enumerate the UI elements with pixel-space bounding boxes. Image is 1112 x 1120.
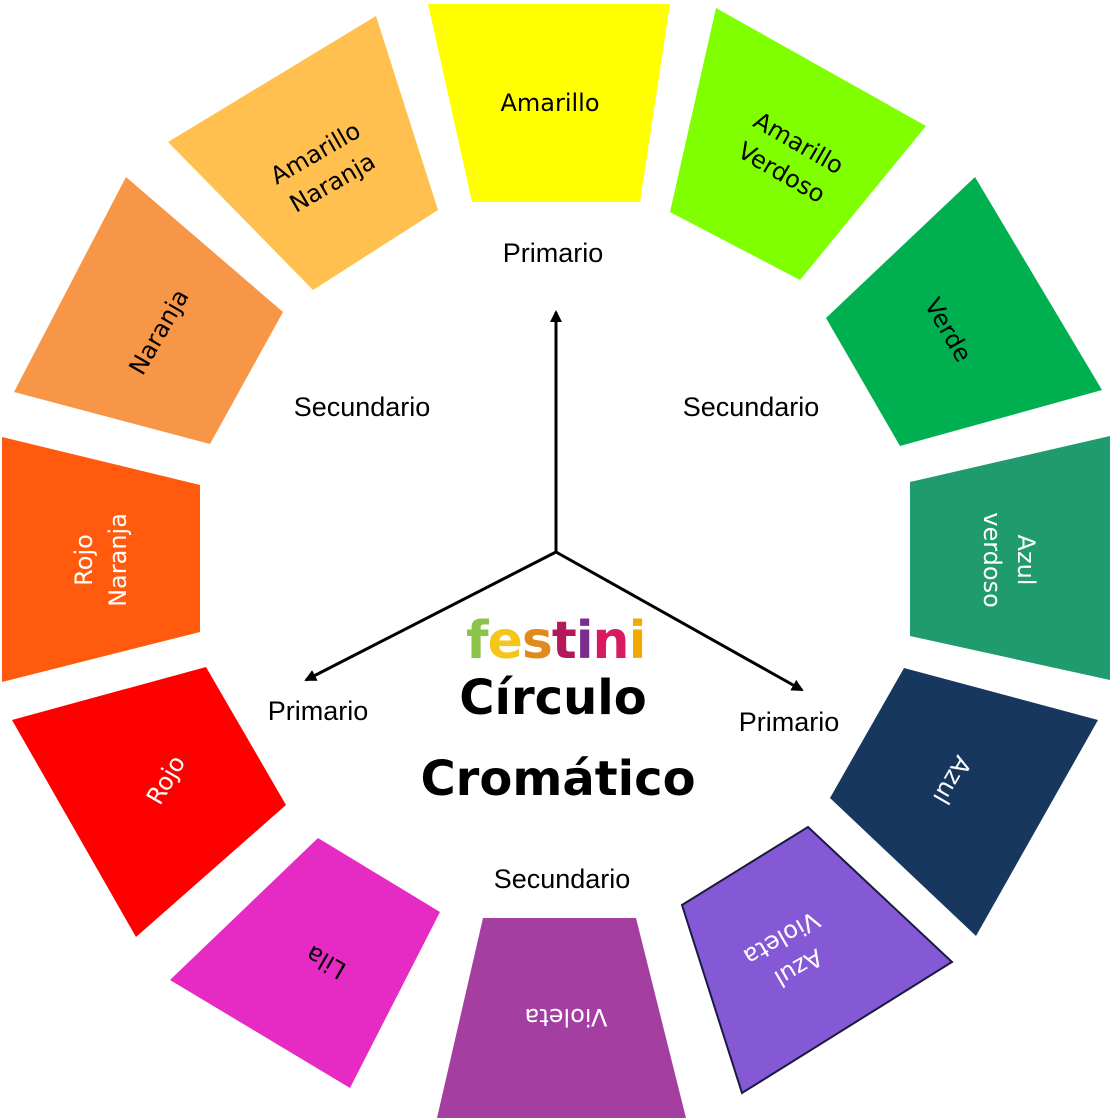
title-line-2: Cromático: [420, 751, 695, 807]
arrow-right: [555, 550, 804, 692]
logo-letter-6: n: [593, 611, 629, 671]
segment-shape-azul-violeta: [680, 825, 954, 1095]
segment-label-line: Amarillo: [500, 89, 599, 117]
segment-label-azul-verdoso: Azulverdoso: [978, 512, 1040, 608]
logo-letter-1: f: [466, 611, 490, 671]
category-labels: Primario Primario Primario Secundario Se…: [268, 238, 840, 894]
label-primario-top: Primario: [503, 238, 604, 268]
segment-label-line: Rojo: [70, 534, 98, 586]
segment-shape-naranja: [14, 177, 283, 444]
segments-layer: AmarilloAmarilloVerdosoVerdeAzulverdosoA…: [2, 4, 1110, 1118]
title-line-1: Círculo: [459, 670, 646, 726]
segment-violeta: Violeta: [437, 918, 686, 1118]
segment-label-line: Violeta: [525, 1003, 608, 1031]
logo-letter-5: i: [576, 611, 593, 671]
label-primario-right: Primario: [739, 707, 840, 737]
label-primario-left: Primario: [268, 696, 369, 726]
segment-shape-violeta: [437, 918, 686, 1118]
arrows: [304, 310, 804, 692]
segment-label-line: Azul: [1012, 535, 1040, 586]
title: Círculo Cromático: [420, 670, 695, 807]
logo-letter-2: e: [488, 611, 522, 671]
segment-label-amarillo: Amarillo: [500, 89, 599, 117]
segment-amarillo-verdoso: AmarilloVerdoso: [670, 8, 926, 280]
segment-azul-verdoso: Azulverdoso: [910, 436, 1110, 680]
segment-shape-verde: [826, 177, 1102, 446]
logo-letter-3: s: [522, 611, 552, 671]
segment-lila: Lila: [170, 838, 440, 1088]
segment-verde: Verde: [826, 177, 1102, 446]
arrow-left: [304, 550, 557, 682]
segment-shape-rojo: [12, 667, 286, 937]
segment-naranja: Naranja: [14, 177, 283, 444]
logo: festini: [466, 611, 646, 671]
segment-shape-lila: [170, 838, 440, 1088]
segment-amarillo-naranja: AmarilloNaranja: [168, 16, 438, 290]
segment-shape-azul-verdoso: [910, 436, 1110, 680]
segment-label-line: verdoso: [978, 512, 1006, 608]
segment-shape-amarillo: [428, 4, 670, 202]
segment-shape-amarillo-naranja: [168, 16, 438, 290]
segment-label-violeta: Violeta: [525, 1003, 608, 1031]
label-secundario-bottom: Secundario: [494, 864, 631, 894]
segment-shape-rojo-naranja: [2, 437, 200, 682]
festini-logo: festini: [466, 611, 645, 671]
segment-shape-azul: [830, 668, 1098, 936]
logo-letter-7: i: [629, 611, 646, 671]
segment-shape-amarillo-verdoso: [670, 8, 926, 280]
segment-rojo: Rojo: [12, 667, 286, 937]
label-secundario-left: Secundario: [294, 392, 431, 422]
segment-amarillo: Amarillo: [428, 4, 670, 202]
segment-azul: Azul: [830, 668, 1098, 936]
segment-label-line: Naranja: [104, 513, 132, 607]
label-secundario-right: Secundario: [683, 392, 820, 422]
segment-azul-violeta: AzulVioleta: [680, 825, 954, 1095]
logo-letter-4: t: [552, 611, 576, 671]
